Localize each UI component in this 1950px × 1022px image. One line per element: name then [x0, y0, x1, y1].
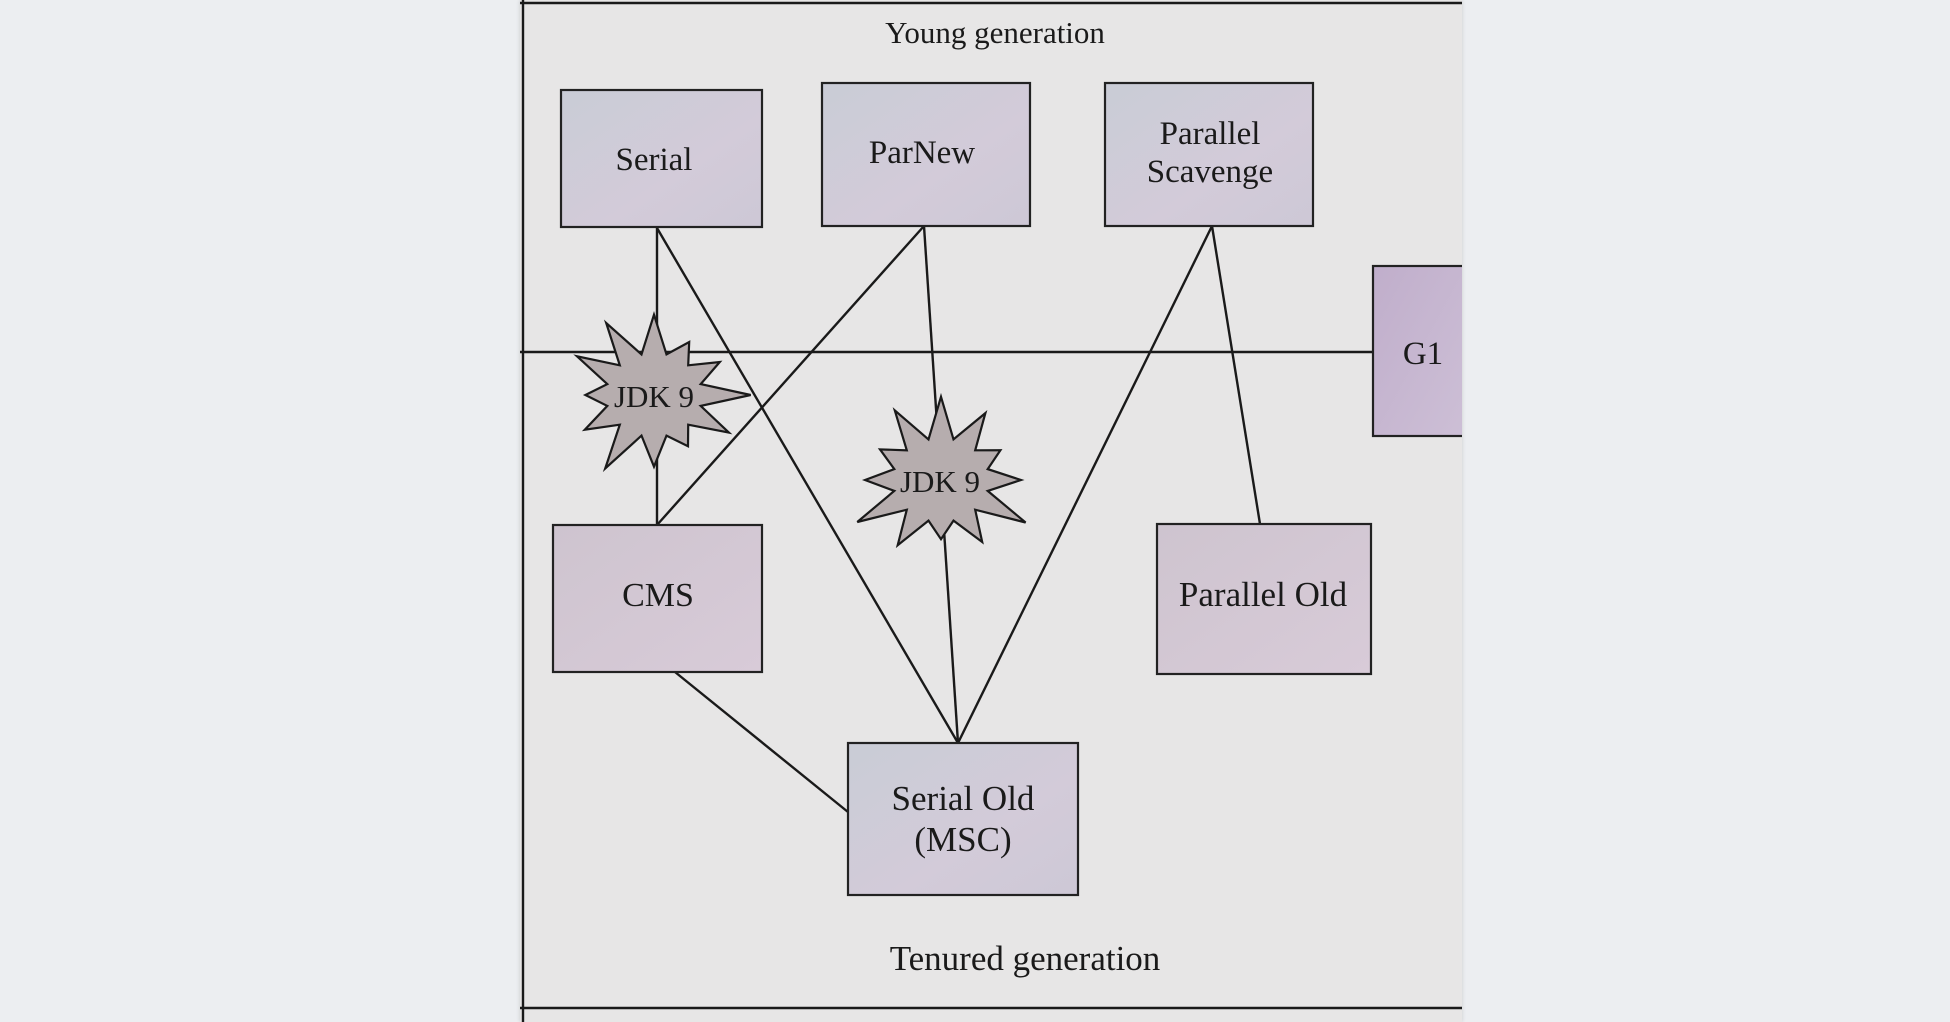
cms-box — [551, 523, 764, 674]
parallel-scavenge-box — [1103, 81, 1315, 228]
young-generation-label: Young generation — [885, 15, 1105, 50]
parallel-old-label: Parallel Old — [1179, 575, 1348, 614]
serial-old-box — [846, 741, 1080, 897]
serial-box — [559, 88, 764, 229]
jdk9-burst-serial-cms — [573, 311, 751, 473]
gc-collector-diagram: Young generation Tenured generation Seri… — [520, 0, 1462, 1022]
line-parnew-cms — [656, 225, 925, 526]
jdk9-badge-1: JDK 9 — [614, 379, 694, 414]
diagram-page: Young generation Tenured generation Seri… — [520, 0, 1462, 1022]
cms-label: CMS — [622, 577, 694, 614]
parallel-scavenge-label-line2: Scavenge — [1147, 154, 1273, 190]
parnew-box — [820, 81, 1032, 228]
parnew-label: ParNew — [869, 135, 975, 171]
tenured-generation-label: Tenured generation — [890, 939, 1161, 978]
line-cms-serialold — [674, 671, 849, 813]
line-scavenge-parallelold — [1210, 225, 1262, 525]
parallel-scavenge-label-line1: Parallel — [1160, 116, 1261, 152]
serial-old-label-line2: (MSC) — [914, 820, 1011, 859]
serial-label: Serial — [616, 142, 693, 178]
g1-label: G1 — [1403, 336, 1443, 372]
line-serial-serialold — [655, 227, 960, 744]
g1-box — [1371, 264, 1462, 438]
jdk9-burst-parnew-serialold — [856, 392, 1027, 549]
parallel-old-box — [1155, 522, 1373, 676]
jdk9-badge-2: JDK 9 — [900, 464, 980, 499]
serial-old-label-line1: Serial Old — [892, 779, 1035, 818]
line-scavenge-serialold — [956, 225, 1214, 744]
